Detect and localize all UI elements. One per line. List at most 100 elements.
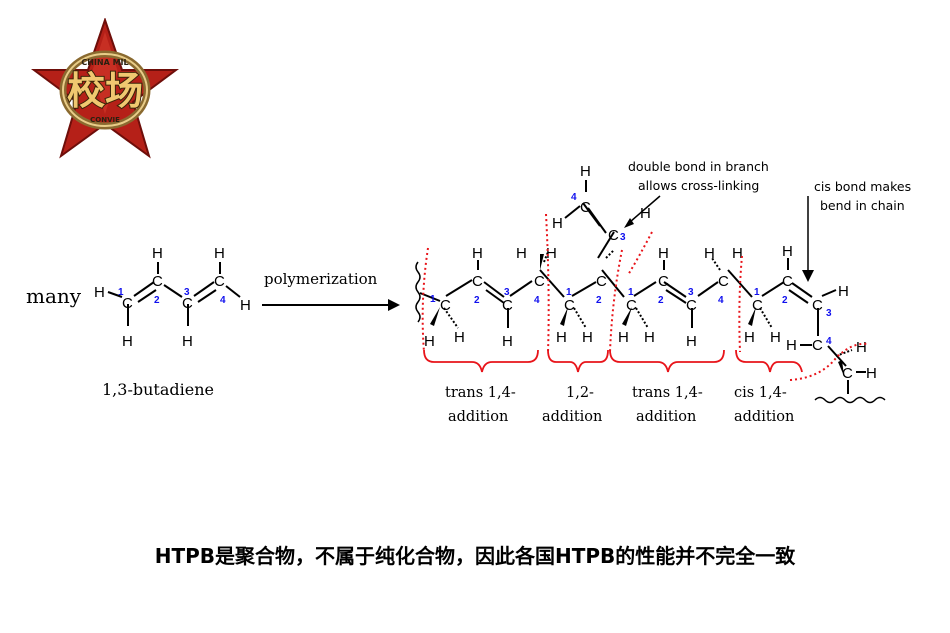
svg-text:1: 1 bbox=[430, 294, 436, 305]
svg-text:C: C bbox=[596, 273, 607, 290]
svg-text:H: H bbox=[516, 245, 527, 262]
svg-text:4: 4 bbox=[571, 192, 577, 203]
caption: HTPB是聚合物，不属于纯化合物，因此各国HTPB的性能并不完全一致 bbox=[154, 544, 796, 568]
svg-text:C: C bbox=[812, 297, 823, 314]
svg-text:addition: addition bbox=[542, 409, 602, 425]
svg-text:H: H bbox=[744, 329, 755, 346]
svg-text:H: H bbox=[770, 329, 781, 346]
svg-text:C: C bbox=[122, 295, 133, 312]
svg-text:H: H bbox=[94, 284, 105, 301]
svg-text:C: C bbox=[608, 227, 619, 244]
svg-text:C: C bbox=[842, 365, 853, 382]
svg-text:C: C bbox=[686, 297, 697, 314]
svg-text:C: C bbox=[752, 297, 763, 314]
arrow-label: polymerization bbox=[264, 270, 378, 288]
logo-main-text: 校场 bbox=[67, 69, 143, 113]
svg-text:H: H bbox=[472, 245, 483, 262]
svg-text:C: C bbox=[472, 273, 483, 290]
svg-text:1: 1 bbox=[628, 287, 634, 298]
svg-text:2: 2 bbox=[596, 295, 602, 306]
segment-braces bbox=[423, 349, 803, 373]
svg-text:C: C bbox=[564, 297, 575, 314]
svg-text:2: 2 bbox=[474, 295, 480, 306]
svg-text:H: H bbox=[866, 365, 877, 382]
svg-text:C: C bbox=[502, 297, 513, 314]
reaction-arrow-icon bbox=[262, 299, 400, 311]
svg-text:3: 3 bbox=[620, 232, 626, 243]
svg-text:4: 4 bbox=[534, 295, 540, 306]
svg-text:H: H bbox=[686, 333, 697, 350]
svg-text:C: C bbox=[580, 199, 591, 216]
chain-end-wave bbox=[814, 396, 886, 404]
branch-arrow-icon bbox=[624, 195, 661, 228]
svg-text:4: 4 bbox=[718, 295, 724, 306]
svg-text:H: H bbox=[502, 333, 513, 350]
svg-text:H: H bbox=[214, 245, 225, 262]
svg-text:H: H bbox=[618, 329, 629, 346]
wedge-bonds bbox=[430, 254, 844, 376]
logo-bottom-text: CONVIE bbox=[90, 116, 120, 124]
segment-dividers bbox=[421, 213, 869, 381]
butadiene-bonds bbox=[107, 262, 241, 326]
svg-text:C: C bbox=[782, 273, 793, 290]
svg-text:H: H bbox=[782, 243, 793, 260]
svg-text:H: H bbox=[122, 333, 133, 350]
segment-labels: trans 1,4- addition 1,2- addition trans … bbox=[445, 385, 794, 425]
svg-text:addition: addition bbox=[636, 409, 696, 425]
svg-text:4: 4 bbox=[220, 295, 226, 306]
chain-start-wave bbox=[415, 261, 421, 323]
svg-text:H: H bbox=[580, 163, 591, 180]
svg-text:C: C bbox=[440, 297, 451, 314]
cis-arrow-icon bbox=[802, 196, 814, 282]
svg-text:3: 3 bbox=[504, 287, 510, 298]
cis-note-line1: cis bond makes bbox=[814, 179, 911, 194]
svg-text:C: C bbox=[718, 273, 729, 290]
svg-text:C: C bbox=[626, 297, 637, 314]
svg-text:1: 1 bbox=[566, 287, 572, 298]
logo: CHINA MIL CONVIE 校场 bbox=[30, 18, 180, 159]
svg-text:2: 2 bbox=[782, 295, 788, 306]
svg-text:H: H bbox=[582, 329, 593, 346]
svg-text:H: H bbox=[424, 333, 435, 350]
polymer-atoms: C H H C H C H C H H 1 2 3 4 C H H C 1 2 … bbox=[424, 163, 877, 382]
svg-text:1,2-: 1,2- bbox=[566, 385, 594, 401]
svg-text:trans 1,4-: trans 1,4- bbox=[632, 385, 703, 401]
svg-text:H: H bbox=[556, 329, 567, 346]
svg-text:trans 1,4-: trans 1,4- bbox=[445, 385, 516, 401]
svg-text:H: H bbox=[152, 245, 163, 262]
butadiene-atoms: H C H C H C H C H H 1 2 3 4 bbox=[94, 245, 251, 350]
svg-text:4: 4 bbox=[826, 336, 832, 347]
svg-text:3: 3 bbox=[826, 308, 832, 319]
svg-text:C: C bbox=[534, 273, 545, 290]
svg-text:H: H bbox=[704, 245, 715, 262]
cis-note-line2: bend in chain bbox=[820, 198, 905, 213]
many-label: many bbox=[26, 284, 82, 308]
svg-text:addition: addition bbox=[734, 409, 794, 425]
svg-text:H: H bbox=[454, 329, 465, 346]
svg-text:cis 1,4-: cis 1,4- bbox=[734, 385, 787, 401]
svg-text:H: H bbox=[644, 329, 655, 346]
svg-text:1: 1 bbox=[754, 287, 760, 298]
svg-text:H: H bbox=[240, 297, 251, 314]
branch-note-line1: double bond in branch bbox=[628, 159, 769, 174]
svg-text:3: 3 bbox=[688, 287, 694, 298]
svg-text:C: C bbox=[658, 273, 669, 290]
svg-text:H: H bbox=[786, 337, 797, 354]
svg-text:addition: addition bbox=[448, 409, 508, 425]
reactant-name: 1,3-butadiene bbox=[102, 380, 214, 399]
svg-text:H: H bbox=[182, 333, 193, 350]
svg-text:H: H bbox=[546, 245, 557, 262]
svg-text:H: H bbox=[838, 283, 849, 300]
svg-text:C: C bbox=[182, 295, 193, 312]
svg-text:H: H bbox=[552, 215, 563, 232]
branch-note-line2: allows cross-linking bbox=[638, 178, 759, 193]
svg-text:C: C bbox=[214, 273, 225, 290]
svg-text:1: 1 bbox=[118, 287, 124, 298]
svg-text:H: H bbox=[658, 245, 669, 262]
svg-text:C: C bbox=[152, 273, 163, 290]
svg-text:3: 3 bbox=[184, 287, 190, 298]
svg-text:H: H bbox=[856, 339, 867, 356]
logo-top-text: CHINA MIL bbox=[81, 58, 128, 67]
stereo-bonds bbox=[443, 249, 853, 357]
svg-text:H: H bbox=[732, 245, 743, 262]
